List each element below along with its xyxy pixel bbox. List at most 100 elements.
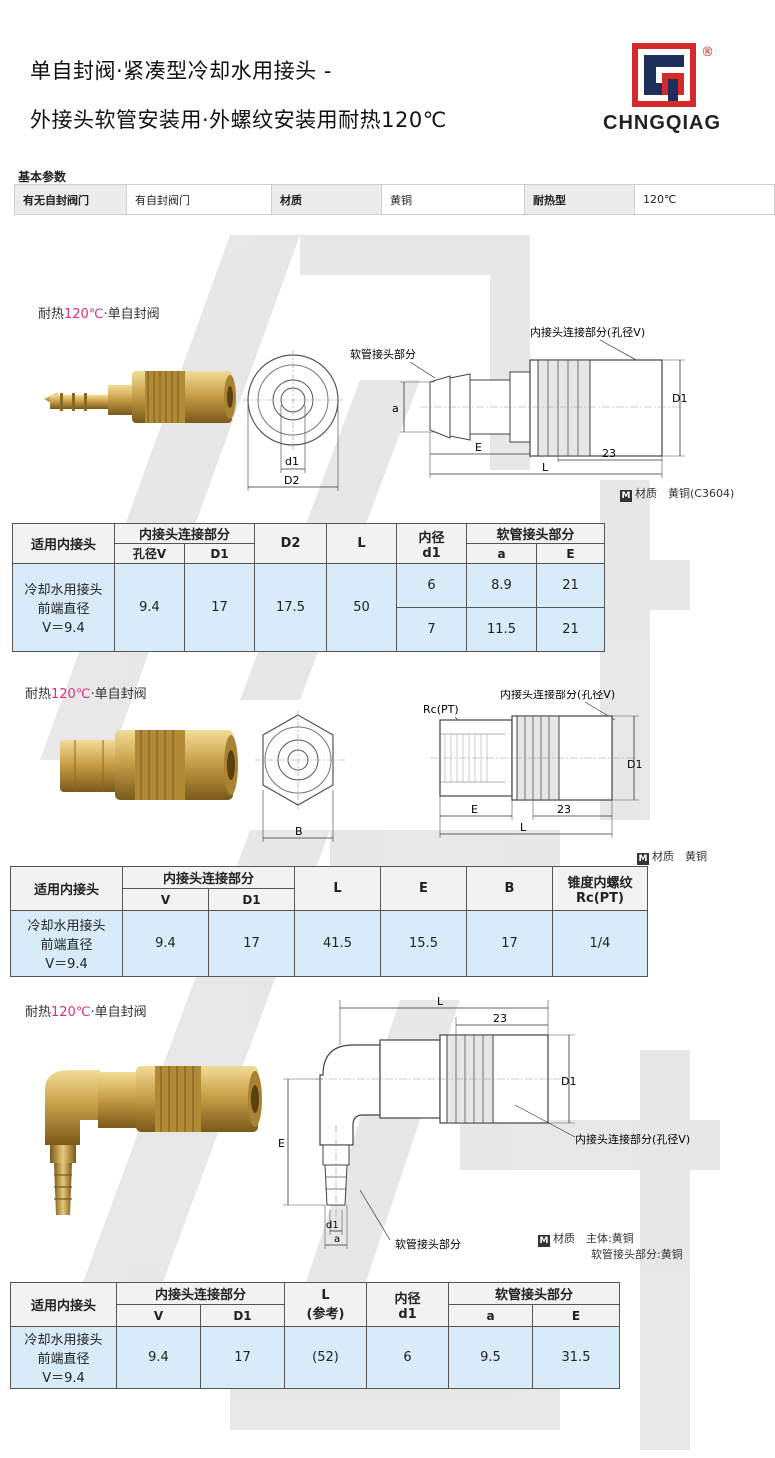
label-temp: 120℃ bbox=[64, 307, 104, 322]
label-suffix: ·单自封阀 bbox=[103, 307, 160, 322]
apply-line: 前端直径 bbox=[37, 1352, 90, 1367]
dim-D1: D1 bbox=[561, 1075, 576, 1088]
param-value: 黄铜 bbox=[381, 184, 525, 215]
th-D2: D2 bbox=[254, 523, 327, 564]
basic-params-title: 基本参数 bbox=[18, 170, 67, 184]
dim-E: E bbox=[471, 803, 478, 816]
apply-line: 前端直径 bbox=[37, 602, 90, 617]
cell-id: 6 bbox=[396, 563, 467, 608]
dim-E: E bbox=[278, 1137, 285, 1150]
th-hose: 软管接头部分 bbox=[466, 523, 605, 544]
th-B: B bbox=[466, 866, 553, 911]
material-text: 材质 黄铜 bbox=[652, 850, 707, 863]
th-apply: 适用内接头 bbox=[12, 523, 115, 564]
th-hose: 软管接头部分 bbox=[448, 1282, 620, 1305]
cell-L: 41.5 bbox=[294, 910, 381, 977]
th-L: L(参考) bbox=[284, 1282, 367, 1327]
param-value: 有自封阀门 bbox=[126, 184, 272, 215]
apply-line: 前端直径 bbox=[40, 938, 93, 953]
dim-L: L bbox=[542, 461, 549, 474]
dim-D2: D2 bbox=[284, 474, 299, 487]
end-view-drawing-1: d1 D2 bbox=[243, 350, 343, 491]
side-view-drawing-3: L 23 D1 E d1 a 内接头连接部分(孔径V) 软管接头部分 bbox=[278, 995, 690, 1251]
label-hose-part: 软管接头部分 bbox=[395, 1237, 461, 1251]
side-view-drawing-1: 软管接头部分 内接头连接部分(孔径V) a D1 E 23 L bbox=[350, 325, 687, 478]
cell-L: (52) bbox=[284, 1326, 367, 1389]
label-inner-connection: 内接头连接部分(孔径V) bbox=[500, 690, 615, 701]
th-D1: D1 bbox=[208, 888, 295, 911]
cell-a: 11.5 bbox=[466, 607, 537, 652]
cell-E: 21 bbox=[536, 607, 605, 652]
th-E: E bbox=[532, 1304, 620, 1327]
registered-mark: ® bbox=[701, 45, 714, 60]
dim-L: L bbox=[437, 995, 444, 1008]
section1-label: 耐热120℃·单自封阀 bbox=[38, 303, 160, 322]
dim-23: 23 bbox=[493, 1012, 507, 1025]
th-id-label: 内径 bbox=[394, 1291, 421, 1307]
th-id-sub: d1 bbox=[422, 545, 441, 561]
label-temp: 120℃ bbox=[51, 1005, 91, 1020]
product-photo-2 bbox=[60, 730, 238, 800]
th-inner: 内接头连接部分 bbox=[114, 523, 255, 544]
cell-apply: 冷却水用接头前端直径 V＝9.4 bbox=[10, 910, 123, 977]
th-apply: 适用内接头 bbox=[10, 1282, 117, 1327]
th-L-sub: (参考) bbox=[306, 1306, 345, 1322]
dim-L: L bbox=[520, 821, 527, 834]
label-hose-part: 软管接头部分 bbox=[350, 347, 416, 361]
page-title-line1: 单自封阀·紧凑型冷却水用接头 - bbox=[30, 59, 332, 83]
section2-label: 耐热120℃·单自封阀 bbox=[25, 683, 147, 702]
param-key: 耐热型 bbox=[524, 184, 635, 215]
th-inner: 内接头连接部分 bbox=[122, 866, 295, 889]
cell-v: 9.4 bbox=[116, 1326, 201, 1389]
cell-D1: 17 bbox=[208, 910, 295, 977]
th-L: L bbox=[326, 523, 397, 564]
apply-line: 冷却水用接头 bbox=[27, 919, 106, 934]
th-v: V bbox=[116, 1304, 201, 1327]
th-E: E bbox=[536, 543, 605, 564]
dim-a: a bbox=[392, 402, 399, 415]
th-id-label: 内径 bbox=[418, 530, 445, 546]
th-id-sub: d1 bbox=[398, 1306, 417, 1322]
cell-rc: 1/4 bbox=[552, 910, 648, 977]
dim-a: a bbox=[334, 1234, 340, 1245]
cell-a: 9.5 bbox=[448, 1326, 533, 1389]
side-view-drawing-2: Rc(PT) 内接头连接部分(孔径V) D1 E 23 L bbox=[423, 690, 642, 838]
label-prefix: 耐热 bbox=[38, 307, 65, 322]
basic-params-table: 有无自封阀门 有自封阀门 材质 黄铜 耐热型 120℃ bbox=[14, 184, 775, 215]
material-text: 材质 黄铜(C3604) bbox=[635, 487, 735, 500]
label-prefix: 耐热 bbox=[25, 687, 52, 702]
logo-text: CHNGQIAG bbox=[603, 112, 721, 134]
param-key: 有无自封阀门 bbox=[14, 184, 127, 215]
cell-L: 50 bbox=[326, 563, 397, 652]
dim-23: 23 bbox=[557, 803, 571, 816]
label-inner-connection: 内接头连接部分(孔径V) bbox=[575, 1132, 690, 1146]
apply-line: V＝9.4 bbox=[42, 621, 85, 636]
label-rc: Rc(PT) bbox=[423, 703, 459, 716]
material-text: 材质 主体:黄铜 bbox=[553, 1232, 634, 1245]
th-apply: 适用内接头 bbox=[10, 866, 123, 911]
cell-E: 15.5 bbox=[380, 910, 467, 977]
th-a: a bbox=[448, 1304, 533, 1327]
cell-D2: 17.5 bbox=[254, 563, 327, 652]
th-v: V bbox=[122, 888, 209, 911]
cell-v: 9.4 bbox=[122, 910, 209, 977]
param-key: 材质 bbox=[271, 184, 382, 215]
apply-line: V＝9.4 bbox=[45, 957, 88, 972]
cell-E: 21 bbox=[536, 563, 605, 608]
th-rc-line2: Rc(PT) bbox=[576, 890, 624, 906]
page-title-line2: 外接头软管安装用·外螺纹安装用耐热120℃ bbox=[30, 108, 447, 132]
th-inner: 内接头连接部分 bbox=[116, 1282, 285, 1305]
apply-line: 冷却水用接头 bbox=[24, 1333, 103, 1348]
dim-23: 23 bbox=[602, 447, 616, 460]
label-prefix: 耐热 bbox=[25, 1005, 52, 1020]
dim-D1: D1 bbox=[672, 392, 687, 405]
